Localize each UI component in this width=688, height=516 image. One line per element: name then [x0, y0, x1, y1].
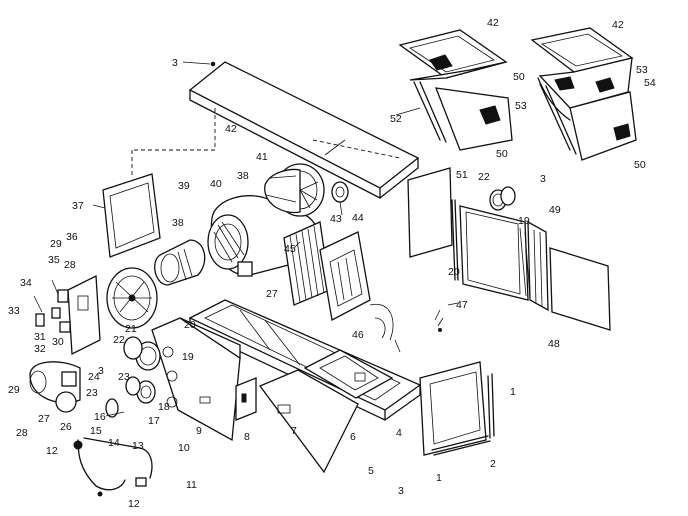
callout-p-blower-40: 40	[210, 178, 222, 190]
right-side-panels	[407, 167, 611, 331]
callout-p-30: 30	[52, 336, 64, 348]
callout-p-15: 15	[90, 425, 102, 437]
callout-p-ring-43: 43	[330, 213, 342, 225]
callout-p-grille-53b: 53	[515, 100, 527, 112]
callout-p-ring-22: 22	[478, 171, 490, 183]
callout-p-11: 11	[186, 479, 197, 491]
callout-p-1: 1	[510, 386, 516, 398]
callout-p-12b: 12	[128, 498, 140, 510]
callout-p-10: 10	[178, 442, 190, 454]
callout-p-grille-42b: 42	[612, 19, 624, 31]
callout-p-panel-20: 20	[448, 266, 460, 278]
callout-p-12a: 12	[46, 445, 58, 457]
callout-p-ring-41: 41	[256, 151, 268, 163]
callout-p-3d: 3	[398, 485, 404, 497]
callout-p-16: 16	[94, 411, 106, 423]
callout-p-17: 17	[148, 415, 160, 427]
callout-p-grille-50b: 50	[513, 71, 525, 83]
callout-p-top-panel-b: 42	[225, 123, 237, 135]
callout-p-grille-50a: 50	[496, 148, 508, 160]
front-panels	[235, 369, 359, 474]
side-panel-9	[123, 317, 241, 442]
callout-p-grille-53a: 53	[636, 64, 648, 76]
callout-p-6: 6	[350, 431, 356, 443]
grille-left	[395, 29, 513, 151]
callout-p-13: 13	[132, 440, 144, 452]
callout-p-filter-frame: 37	[72, 200, 84, 212]
callout-p-9: 9	[196, 425, 202, 437]
callout-p-22b: 22	[113, 334, 125, 346]
callout-p-1b: 1	[436, 472, 442, 484]
callout-p-blower-small-b: 38	[237, 170, 249, 182]
callout-p-panel-51: 51	[456, 169, 468, 181]
callout-p-5: 5	[368, 465, 374, 477]
callout-p-base-27: 27	[266, 288, 278, 300]
callout-p-34: 34	[20, 277, 32, 289]
callout-p-24: 24	[88, 371, 100, 383]
callout-p-28b: 28	[16, 427, 28, 439]
callout-p-4: 4	[396, 427, 402, 439]
coil-assembly	[283, 221, 371, 321]
callout-p-7: 7	[291, 425, 297, 437]
callout-p-26: 26	[60, 421, 72, 433]
callout-p-3c: 3	[98, 365, 104, 377]
callout-p-18: 18	[158, 401, 170, 413]
callout-p-motor-39: 39	[178, 180, 190, 192]
callout-p-top-panel: 3	[172, 57, 178, 69]
callout-p-ring-19: 19	[518, 215, 530, 227]
callout-p-21: 21	[125, 323, 137, 335]
top-panel	[131, 61, 420, 199]
callout-p-19b: 19	[182, 351, 194, 363]
grille-right	[530, 27, 637, 161]
callout-p-grille-54: 54	[644, 77, 656, 89]
callout-p-grille-52: 52	[390, 113, 402, 125]
callout-p-ring-3: 3	[540, 173, 546, 185]
callout-p-right-47: 47	[456, 299, 468, 311]
callout-p-grille-42a: 42	[487, 17, 499, 29]
callout-p-panel-49: 49	[549, 204, 561, 216]
callout-p-20b: 20	[184, 319, 196, 331]
callout-p-27b: 27	[38, 413, 50, 425]
callout-p-fan-29: 29	[50, 238, 62, 250]
callout-p-8: 8	[244, 431, 250, 443]
callout-p-coil-45: 45	[284, 243, 296, 255]
callout-p-29b: 29	[8, 384, 20, 396]
condenser-fan	[33, 267, 158, 356]
compressor-motor	[29, 361, 153, 497]
callout-p-23b: 23	[86, 387, 98, 399]
callout-p-23a: 23	[118, 371, 130, 383]
callout-p-35: 35	[48, 254, 60, 266]
callout-p-base-46: 46	[352, 329, 364, 341]
callout-p-grille-50c: 50	[634, 159, 646, 171]
callout-p-33: 33	[8, 305, 20, 317]
callout-p-coil-44: 44	[352, 212, 364, 224]
callout-p-32: 32	[34, 343, 46, 355]
callout-p-28: 28	[64, 259, 76, 271]
callout-p-31: 31	[34, 331, 46, 343]
callout-p-panel-48: 48	[548, 338, 560, 350]
callout-p-36: 36	[66, 231, 78, 243]
filter-frame	[92, 173, 161, 258]
callout-p-14: 14	[108, 437, 120, 449]
callout-p-blower-small: 38	[172, 217, 184, 229]
screws-47	[434, 302, 459, 332]
end-panel	[419, 361, 495, 456]
callout-p-2: 2	[490, 458, 496, 470]
